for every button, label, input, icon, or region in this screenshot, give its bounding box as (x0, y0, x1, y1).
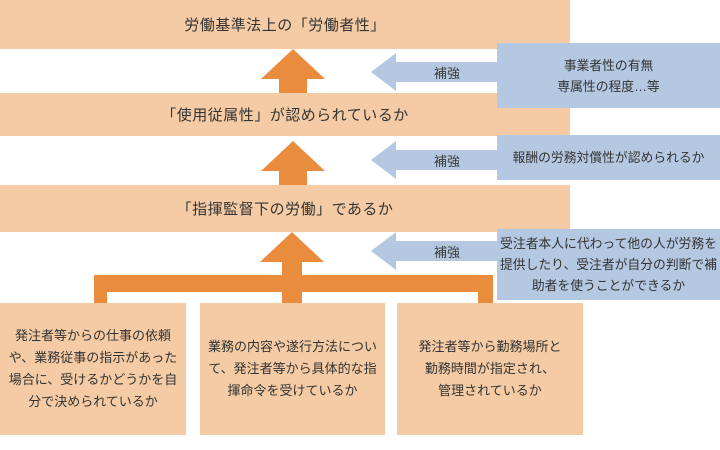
level-title-worker-status: 労働基準法上の「労働者性」 (184, 17, 386, 34)
criterion-text-time-place: 発注者等から勤務場所と 勤務時間が指定され、 管理されているか (418, 339, 562, 398)
note-text-business-nature: 事業者性の有無 専属性の程度…等 (557, 57, 660, 94)
reinforce-arrow-3 (371, 232, 497, 270)
reinforce-label-2: 補強 (433, 153, 460, 169)
up-arrow-3 (260, 232, 324, 303)
level-band-worker-status: 労働基準法上の「労働者性」 (0, 0, 570, 49)
note-box-substitution: 受注者本人に代わって他の人が労務を 提供したり、受注者が自分の判断で補 助者を使… (497, 229, 720, 300)
note-box-remuneration: 報酬の労務対償性が認められるか (497, 135, 720, 180)
up-arrow-1 (261, 49, 325, 93)
reinforce-arrow-1 (371, 53, 497, 91)
note-box-business-nature: 事業者性の有無 専属性の程度…等 (497, 43, 720, 108)
criterion-box-instructions: 業務の内容や遂行方法につい て、発注者等から具体的な指 揮命令を受けているか (200, 303, 385, 435)
level-band-subordination: 「使用従属性」が認められているか (0, 93, 570, 136)
level-title-supervised-labor: 「指揮監督下の労働」であるか (176, 201, 394, 218)
up-arrow-2 (261, 141, 325, 185)
note-text-remuneration: 報酬の労務対償性が認められるか (512, 150, 705, 165)
criterion-box-work-acceptance: 発注者等からの仕事の依頼 や、業務従事の指示があった 場合に、受けるかどうかを自… (0, 303, 186, 435)
note-text-substitution: 受注者本人に代わって他の人が労務を 提供したり、受注者が自分の判断で補 助者を使… (499, 236, 718, 293)
level-band-supervised-labor: 「指揮監督下の労働」であるか (0, 185, 570, 232)
criterion-text-work-acceptance: 発注者等からの仕事の依頼 や、業務従事の指示があった 場合に、受けるかどうかを自… (8, 328, 178, 409)
criterion-box-time-place: 発注者等から勤務場所と 勤務時間が指定され、 管理されているか (397, 303, 583, 435)
criterion-text-instructions: 業務の内容や遂行方法につい て、発注者等から具体的な指 揮命令を受けているか (207, 339, 377, 398)
reinforce-label-3: 補強 (433, 244, 460, 260)
connector-stub-left (94, 292, 107, 303)
reinforce-label-1: 補強 (433, 65, 460, 81)
connector-bar (94, 275, 493, 292)
reinforce-arrow-2 (371, 141, 497, 179)
connector-stub-right (478, 292, 493, 303)
level-title-subordination: 「使用従属性」が認められているか (161, 107, 409, 124)
